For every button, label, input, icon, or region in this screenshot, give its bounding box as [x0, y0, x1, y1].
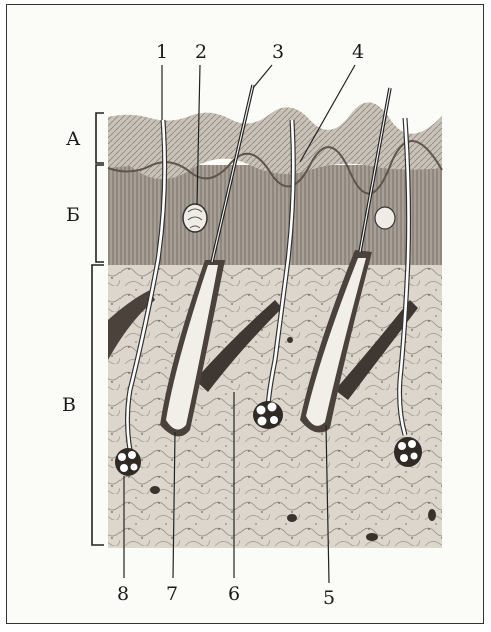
bracket-v	[92, 265, 104, 545]
layer-a-region	[108, 102, 442, 179]
layer-label-v: В	[62, 394, 76, 416]
bracket-a	[96, 113, 104, 163]
number-label-7: 7	[166, 583, 178, 605]
sweat-gland-coil-right	[394, 437, 422, 467]
layer-label-a: А	[66, 128, 81, 150]
sweat-gland-coil-center	[253, 401, 283, 429]
layer-label-b: Б	[66, 204, 80, 226]
number-label-4: 4	[352, 41, 364, 63]
number-label-6: 6	[228, 583, 240, 605]
bracket-b	[96, 165, 104, 262]
layer-brackets	[92, 113, 104, 545]
number-label-1: 1	[156, 41, 168, 63]
sweat-gland-coil-8	[115, 448, 141, 476]
number-label-5: 5	[323, 587, 335, 609]
number-label-3: 3	[272, 41, 284, 63]
number-label-8: 8	[117, 583, 129, 605]
leader-3	[253, 65, 272, 88]
skin-block	[108, 102, 442, 548]
number-label-2: 2	[195, 41, 207, 63]
